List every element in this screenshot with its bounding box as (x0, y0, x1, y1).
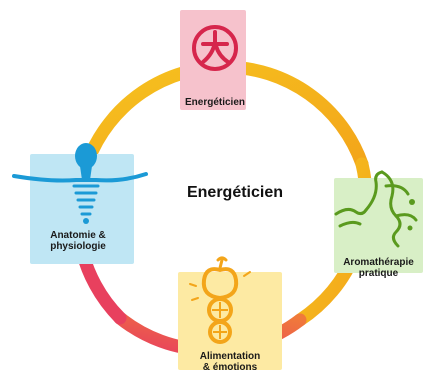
body-figure-icon (12, 143, 148, 224)
node-label-right-line1: Aromathérapie (343, 257, 414, 268)
center-title: Energéticien (186, 184, 284, 201)
energy-symbol-icon (192, 25, 238, 71)
plant-face-icon (334, 170, 418, 248)
node-label-top: Energéticien (184, 97, 246, 108)
node-label-left-line2: physiologie (50, 241, 106, 252)
node-label-left-line1: Anatomie & (50, 230, 106, 241)
fruit-icon (189, 256, 251, 344)
node-label-right-line2: pratique (358, 268, 399, 279)
node-card-bottom (178, 272, 282, 370)
node-label-bottom-line1: Alimentation (199, 351, 261, 362)
node-label-bottom-line2: & émotions (202, 362, 258, 373)
